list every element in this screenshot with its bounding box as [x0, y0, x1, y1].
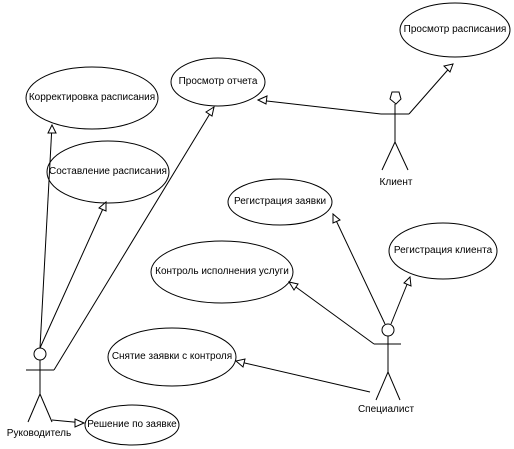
- actor-manager-label: Руководитель: [6, 428, 72, 439]
- use-case-register-request-label: Регистрация заявки: [233, 196, 327, 207]
- use-case-control-service-label: Контроль исполнения услуги: [155, 266, 289, 277]
- use-case-remove-control[interactable]: [107, 327, 237, 387]
- actor-client-label: Клиент: [379, 177, 413, 188]
- use-case-edit-schedule-label: Корректировка расписания: [28, 92, 156, 103]
- use-case-edit-schedule[interactable]: [25, 66, 159, 130]
- use-case-decide-request[interactable]: [84, 404, 180, 446]
- actor-manager-figure[interactable]: [26, 347, 54, 423]
- use-case-view-report-label: Просмотр отчета: [178, 76, 258, 87]
- actor-specialist-label: Специалист: [357, 404, 415, 415]
- use-case-view-schedule-label: Просмотр расписания: [403, 24, 507, 35]
- use-case-register-request[interactable]: [227, 178, 333, 226]
- use-case-remove-control-label: Снятие заявки с контроля: [111, 351, 233, 362]
- use-case-make-schedule[interactable]: [46, 140, 170, 204]
- use-case-make-schedule-label: Составление расписания: [49, 166, 167, 177]
- use-case-control-service[interactable]: [150, 240, 294, 304]
- use-case-decide-request-label: Решение по заявке: [87, 419, 177, 430]
- use-case-register-client-label: Регистрация клиента: [393, 245, 493, 256]
- actor-client-figure[interactable]: [381, 91, 409, 171]
- use-case-view-schedule[interactable]: [399, 2, 511, 58]
- use-case-register-client[interactable]: [388, 222, 498, 280]
- actor-specialist-figure[interactable]: [374, 323, 401, 401]
- association-lines: [39, 63, 454, 428]
- use-case-view-report[interactable]: [170, 57, 266, 107]
